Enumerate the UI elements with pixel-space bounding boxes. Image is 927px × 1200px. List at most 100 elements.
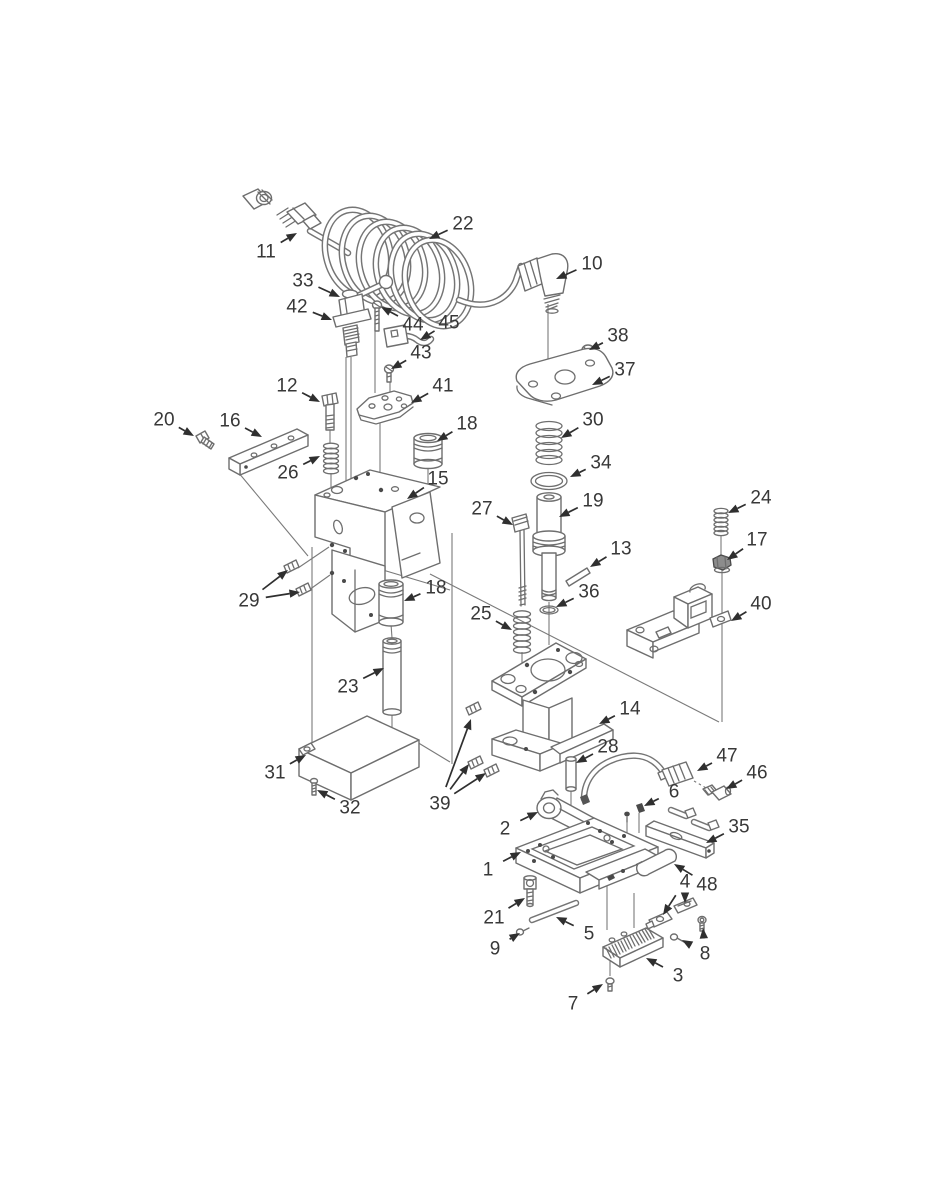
callout-label: 31	[264, 762, 285, 783]
callout-22: 22	[429, 213, 474, 239]
callout-label: 25	[470, 603, 491, 624]
callout-label: 34	[590, 452, 612, 473]
callout-arrow	[362, 671, 375, 680]
callout-arrow	[565, 269, 577, 276]
callout-arrowhead	[592, 376, 604, 385]
screw-27-icon	[511, 513, 530, 607]
callout-arrowhead	[508, 933, 520, 943]
callout-36: 36	[556, 581, 600, 607]
elbow-fitting-icon	[517, 253, 569, 314]
callout-arrowhead	[320, 312, 332, 320]
callout-arrow	[312, 311, 323, 317]
callout-arrowhead	[646, 958, 658, 967]
guide-line	[308, 574, 331, 591]
callout-arrow	[438, 229, 448, 236]
callout-label: 13	[610, 538, 631, 559]
callout-arrow	[739, 611, 747, 617]
callout-arrow	[445, 431, 453, 437]
callout-label: 32	[339, 797, 360, 818]
callout-23: 23	[337, 668, 384, 697]
callout-label: 10	[581, 253, 602, 274]
callout-arrowhead	[590, 557, 602, 567]
screw-43-icon	[383, 364, 395, 383]
cap-plate-37-icon	[515, 347, 614, 406]
o-ring-36-icon	[539, 605, 559, 615]
callout-7: 7	[568, 984, 603, 1014]
callout-14: 14	[599, 698, 641, 724]
callout-arrow	[579, 468, 587, 474]
callout-arrowhead	[420, 330, 432, 340]
callout-17: 17	[727, 529, 768, 560]
coiled-hose-icon	[306, 206, 525, 330]
callout-arrow	[428, 330, 436, 336]
callout-label: 39	[429, 793, 450, 814]
callout-arrow	[419, 392, 429, 399]
callout-1: 1	[483, 852, 521, 880]
callout-37: 37	[592, 359, 636, 385]
callout-arrow	[389, 311, 399, 317]
callout-label: 20	[153, 409, 174, 430]
callout-label: 6	[669, 781, 680, 802]
callout-arrowhead	[509, 852, 521, 861]
callout-arrowhead	[429, 230, 441, 239]
callout-arrowhead	[288, 589, 300, 598]
callout-arrow	[449, 771, 464, 790]
callout-arrow	[584, 753, 594, 759]
callout-33: 33	[292, 270, 340, 297]
callout-arrow	[586, 988, 595, 995]
callout-arrow	[714, 833, 725, 839]
callout-arrowhead	[728, 504, 740, 513]
parts-artwork	[195, 188, 732, 992]
callout-arrowhead	[381, 307, 393, 316]
callout-arrowhead	[591, 984, 603, 994]
callout-label: 15	[427, 468, 448, 489]
main-body-14-icon	[491, 642, 614, 772]
callout-arrowhead	[699, 928, 709, 939]
spring-24-icon	[713, 507, 729, 537]
callout-arrowhead	[501, 516, 513, 525]
callout-30: 30	[561, 409, 604, 438]
callout-4: 4	[663, 871, 691, 915]
callout-label: 17	[746, 529, 767, 550]
callout-arrow	[519, 815, 529, 822]
callout-40: 40	[731, 593, 772, 621]
callout-arrowhead	[404, 592, 416, 601]
callout-arrow	[178, 426, 186, 432]
hose-coupler-icon	[242, 188, 273, 210]
guide-line	[429, 573, 720, 723]
bolt-12-icon	[321, 392, 339, 431]
fitting-46-icon	[702, 784, 732, 801]
callout-arrowhead	[576, 754, 588, 763]
callout-41: 41	[411, 375, 454, 403]
callout-arrowhead	[727, 550, 739, 560]
callout-arrow	[667, 894, 677, 907]
pin-13-icon	[565, 567, 591, 587]
callout-38: 38	[589, 325, 629, 350]
callout-arrow	[565, 920, 575, 927]
callout-arrowhead	[250, 428, 262, 437]
clamp-4-icon	[645, 897, 698, 930]
callout-9: 9	[490, 933, 520, 959]
callout-arrow	[597, 342, 604, 346]
fitting-11-icon	[276, 202, 322, 230]
callout-arrowhead	[308, 456, 320, 465]
screw-32-icon	[309, 777, 319, 796]
piston-19-icon	[532, 492, 566, 602]
plate-41-icon	[356, 390, 414, 425]
callout-label: 30	[582, 409, 603, 430]
callout-arrow	[399, 359, 407, 365]
sleeve-18-lower-icon	[378, 579, 404, 627]
callout-label: 33	[292, 270, 313, 291]
callout-arrow	[737, 503, 747, 510]
callout-label: 38	[607, 325, 628, 346]
callout-arrow	[280, 237, 289, 244]
callout-arrowhead	[706, 834, 718, 843]
callout-label: 18	[456, 413, 477, 434]
callout-arrow	[735, 548, 744, 555]
callout-arrow	[495, 620, 504, 626]
callout-arrowhead	[731, 611, 743, 621]
callout-2: 2	[500, 812, 538, 839]
callout-arrowhead	[277, 570, 288, 580]
assembly-guide-lines	[232, 304, 723, 976]
